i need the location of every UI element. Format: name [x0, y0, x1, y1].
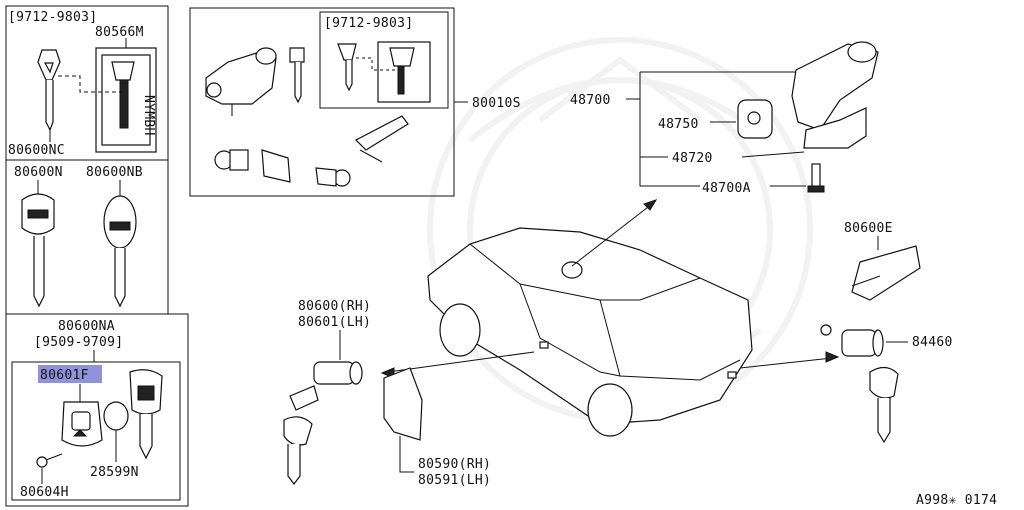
card-text: NYMBH [141, 95, 156, 136]
transponder-card-icon: NYMBH [95, 47, 157, 153]
part-label-80601F: 80601F [40, 368, 89, 383]
part-label-80590RH: 80590(RH) [418, 457, 491, 472]
part-label-80600NC: 80600NC [8, 143, 65, 158]
door-key-icon [283, 416, 313, 485]
part-label-80600RH: 80600(RH) [298, 299, 371, 314]
highlight-80601F [38, 365, 102, 383]
range-label-3: [9509-9709] [34, 335, 123, 350]
trunk-lock-group: 80600E 84460 [820, 221, 953, 444]
door-cylinder-icon [214, 149, 249, 171]
trunk-cylinder-right-icon [820, 324, 884, 357]
range-label-top: [9712-9803] [324, 16, 413, 31]
panel-lock-set-80010S: [9712-9803] [189, 7, 521, 197]
part-label-48700: 48700 [570, 93, 611, 108]
sedan-outline [427, 227, 753, 437]
door-lock-group: 80600(RH) 80601(LH) 80590(RH) 80591(LH) [283, 299, 491, 488]
trunk-key-icon [869, 366, 899, 444]
key-head-icon [129, 369, 163, 460]
range-label-1: [9712-9803] [8, 10, 97, 25]
clamp-icon [803, 107, 867, 149]
lock-rod-icon [354, 115, 409, 163]
part-label-80591LH: 80591(LH) [418, 473, 491, 488]
steering-lock-group: 48700 48750 48720 48700A [570, 41, 879, 196]
shear-bolt-icon [807, 163, 825, 193]
part-label-48720: 48720 [672, 151, 713, 166]
key-nb-icon [103, 195, 137, 308]
panel-keys-80600N: 80600N 80600NB [5, 159, 169, 315]
panel-key-80600NC: [9712-9803] 80566M 80600NC NYMBH [5, 5, 169, 161]
callout-arrows [380, 199, 840, 379]
key-blank-icon [37, 49, 61, 132]
key-n-icon [21, 193, 55, 308]
trunk-cylinder-icon [315, 167, 351, 187]
part-label-80600NB: 80600NB [86, 165, 143, 180]
ignition-cylinder-icon [205, 47, 277, 116]
panel-keyless-80600NA: 80600NA [9509-9709] 80601F 28599N 80604H [5, 313, 189, 507]
trunk-rod-icon [851, 245, 921, 301]
part-label-80010S: 80010S [472, 96, 521, 111]
door-lock-cylinder-icon [289, 361, 363, 411]
part-label-80600N: 80600N [14, 165, 63, 180]
part-label-48700A: 48700A [702, 181, 751, 196]
small-key-icon [289, 47, 305, 104]
key-card-top-icon [337, 41, 431, 103]
part-label-80601LH: 80601(LH) [298, 315, 371, 330]
screw-icon [36, 453, 63, 468]
steering-lock-body-icon [791, 41, 879, 131]
door-lock-rod-icon [383, 367, 423, 441]
part-label-28599N: 28599N [90, 465, 139, 480]
part-label-80600NA: 80600NA [58, 319, 115, 334]
key-switch-icon [737, 99, 773, 139]
part-label-80566M: 80566M [95, 25, 144, 40]
part-label-48750: 48750 [658, 117, 699, 132]
bracket-icon [261, 149, 291, 183]
part-label-80600E: 80600E [844, 221, 893, 236]
battery-icon [103, 401, 129, 431]
diagram-code: A998✳ 0174 [916, 493, 997, 508]
part-label-84460: 84460 [912, 335, 953, 350]
part-label-80604H: 80604H [20, 485, 69, 500]
remote-fob-icon [61, 401, 103, 447]
